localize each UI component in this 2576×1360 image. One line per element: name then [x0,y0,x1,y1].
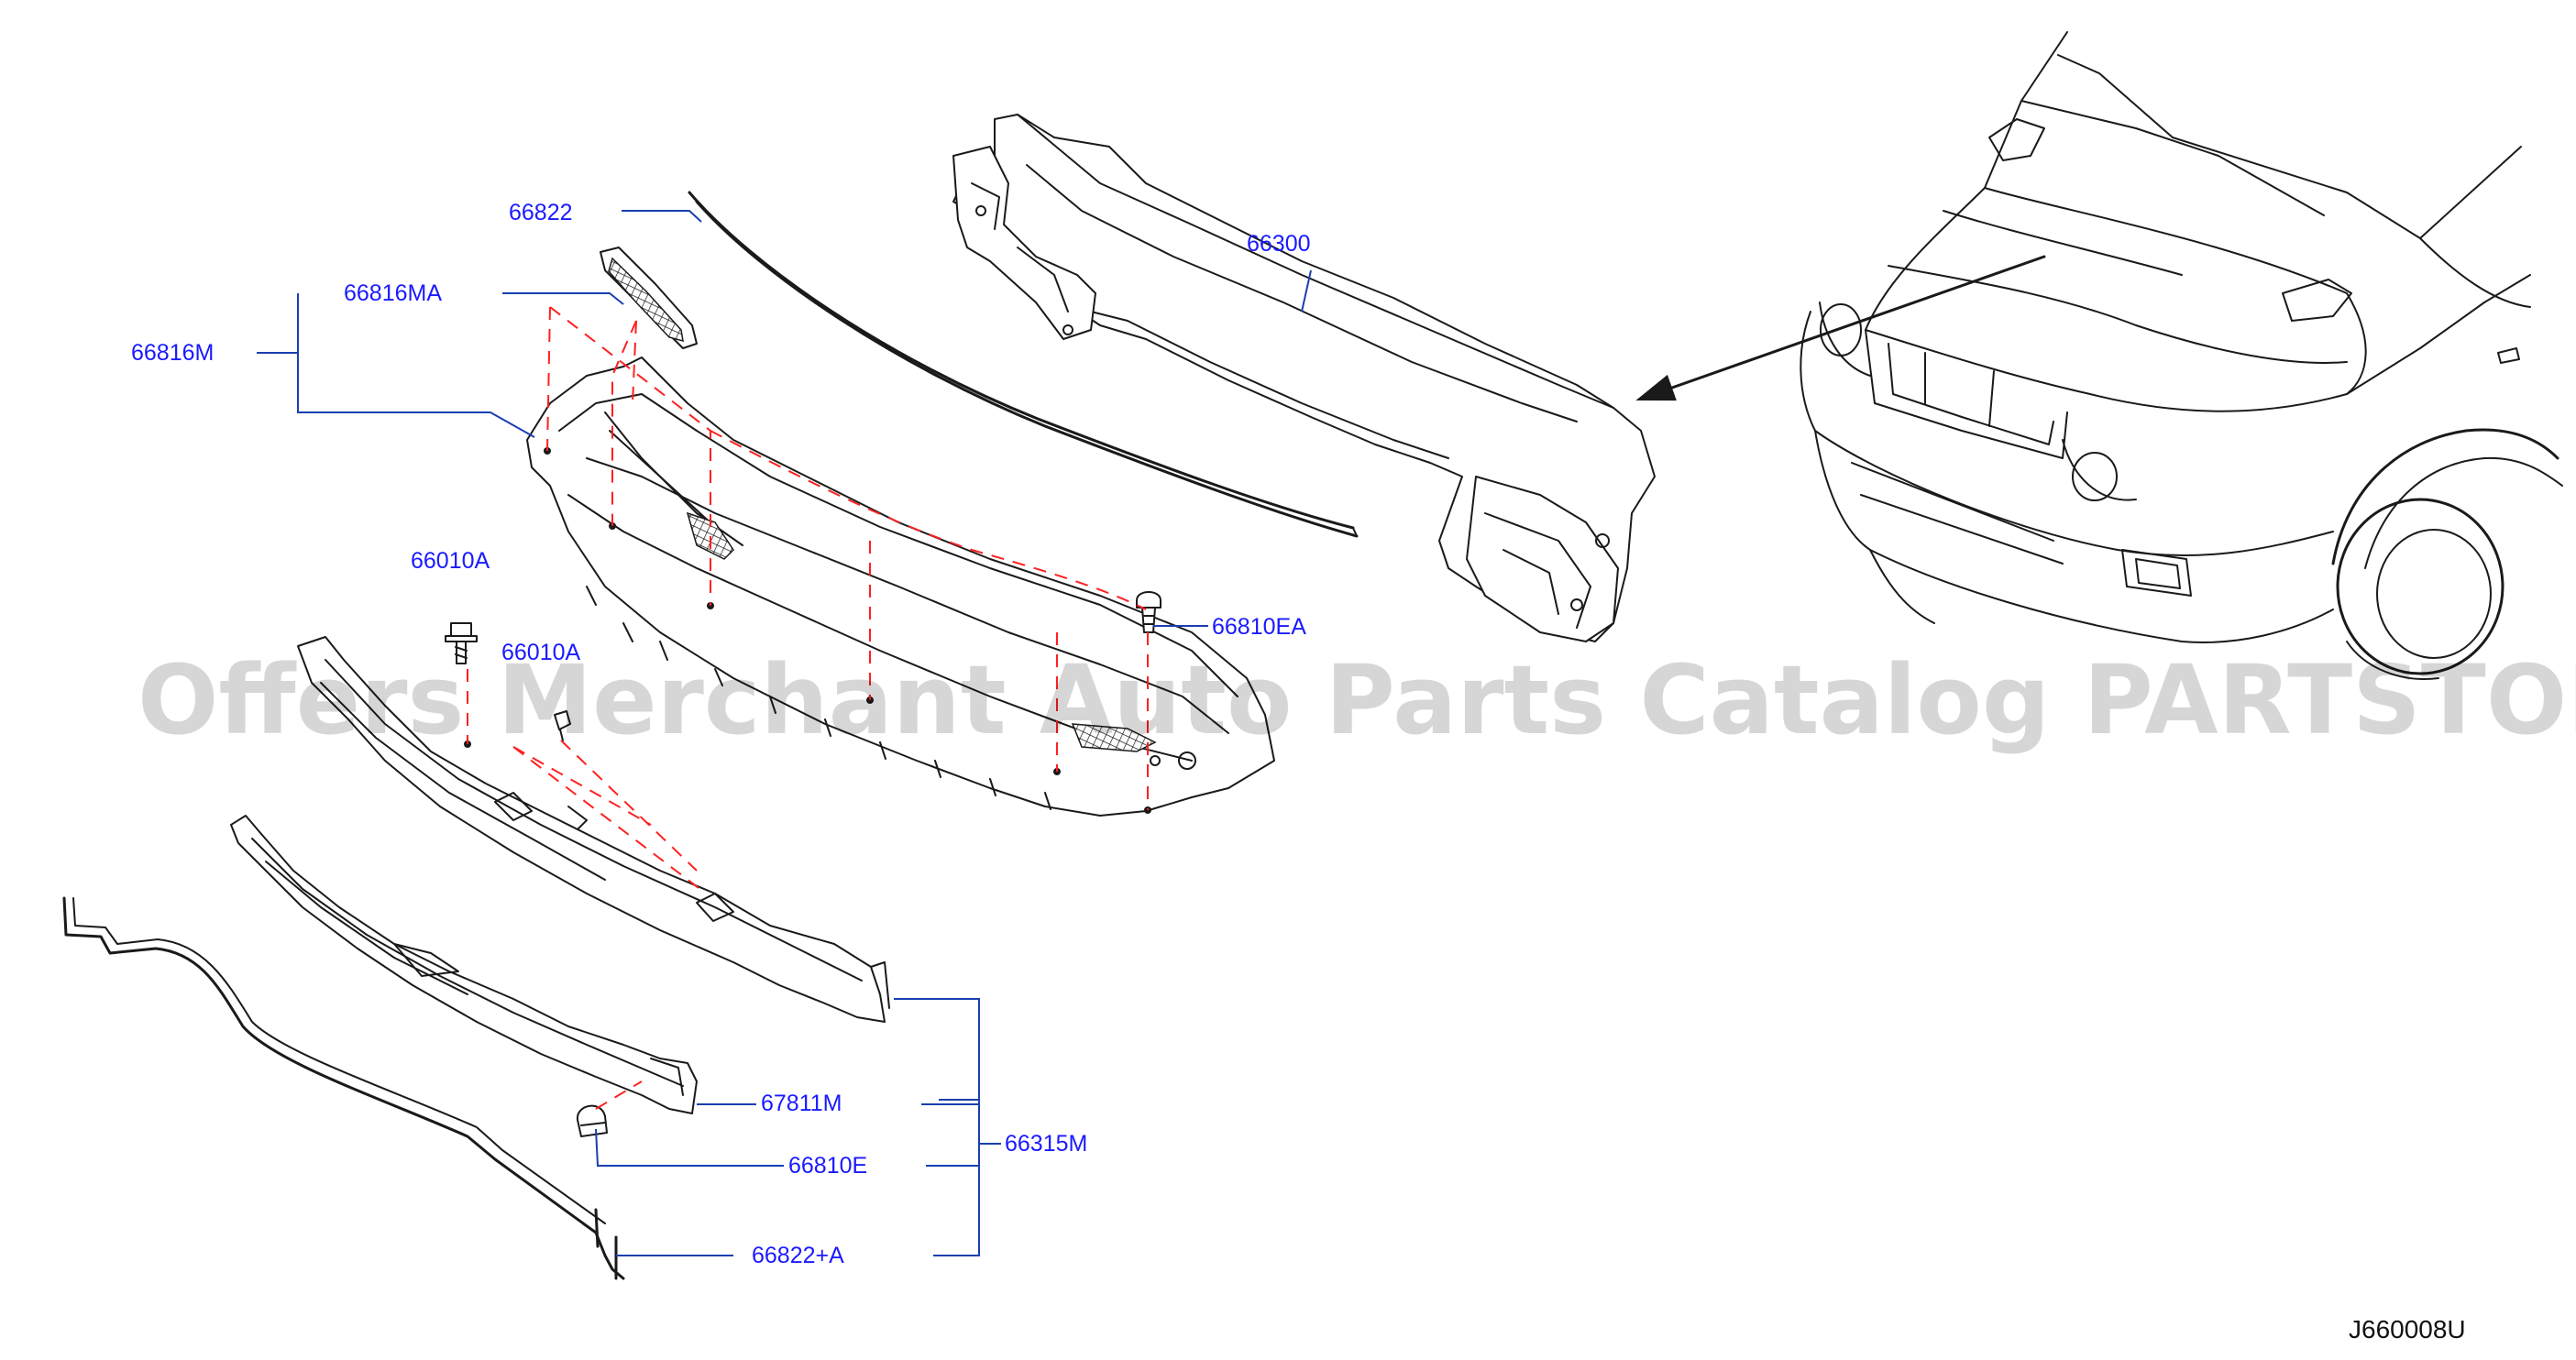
leader-lines [257,210,1312,1256]
dash-upper-66315m [297,636,890,1023]
clip-66010a-small [554,710,571,741]
label-66010a-1: 66010A [411,548,490,574]
dash-lower-67811m [230,815,698,1114]
label-66822: 66822 [509,200,573,225]
rod-66822a [62,896,625,1280]
vehicle-front-illustration [1635,31,2563,680]
cowl-top-panel-66300 [952,114,1656,642]
cowl-top-grille-66816m [526,356,1275,817]
label-66810ea: 66810EA [1212,614,1306,640]
label-66315m: 66315M [1005,1131,1087,1157]
label-66300: 66300 [1247,231,1311,257]
label-66816ma: 66816MA [344,280,442,306]
label-66816m: 66816M [131,340,214,366]
assembly-guides [467,306,1149,1110]
clip-66810ea [1136,591,1161,633]
label-66822a: 66822+A [752,1243,844,1268]
watermark-text: Offers Merchant Auto Parts Catalog PARTS… [138,644,2576,756]
label-66010a-2: 66010A [501,640,581,665]
weatherstrip-66822 [688,191,1359,538]
screw-66010a [445,622,478,664]
diagram-code: J660008U [2349,1315,2466,1344]
cowl-screen-66816ma [600,247,698,349]
label-67811m: 67811M [761,1091,842,1116]
part-labels: 66822 66816MA 66816M 66300 66010A 66010A… [131,200,1311,1268]
label-66810e: 66810E [788,1153,867,1179]
clip-66810e [576,1104,608,1137]
